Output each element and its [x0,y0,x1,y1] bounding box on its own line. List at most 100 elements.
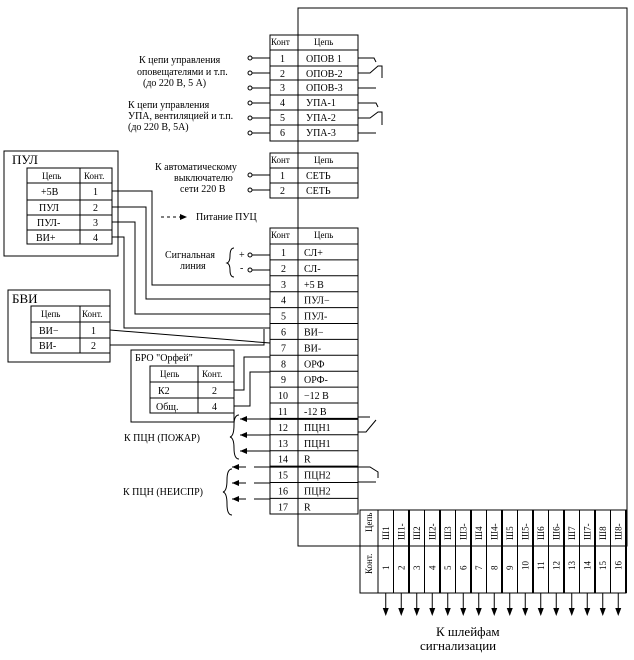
loop-terminal-number: 7 [474,565,484,570]
svg-text:Цепь: Цепь [364,513,374,532]
terminal-number: 11 [278,407,288,418]
svg-text:выключателю: выключателю [174,173,233,184]
terminal-number: 5 [281,312,286,323]
svg-text:сети 220 В: сети 220 В [180,184,226,195]
svg-text:3: 3 [93,218,98,229]
svg-text:К шлейфам: К шлейфам [436,624,500,639]
svg-text:К автоматическому: К автоматическому [155,162,237,173]
loop-name: Ш3- [458,523,468,540]
loop-terminal-number: 12 [551,561,561,570]
note-pcn-neispr: К ПЦН (НЕИСПР) [123,468,233,516]
svg-text:К цепи управления: К цепи управления [139,55,221,66]
circuit-name: СЛ+ [304,248,323,259]
terminal-number: 10 [278,391,288,402]
note-opoveshateli: К цепи управления оповещателями и т.п. (… [137,55,228,89]
terminal-number: 13 [278,439,288,450]
circuit-name: ПУЛ- [304,312,327,323]
loop-terminal-number: 5 [443,565,453,570]
terminal-number: 6 [280,128,285,139]
svg-text:оповещателями и т.п.: оповещателями и т.п. [137,67,228,78]
loop-terminal-number: 14 [582,561,592,571]
svg-text:К2: К2 [158,386,170,397]
circuit-name: ОПОВ-3 [306,83,343,94]
pul-title: ПУЛ [12,152,38,167]
svg-text:4: 4 [93,233,98,244]
loop-terminal-number: 13 [567,561,577,571]
circuit-name: СЕТЬ [306,171,331,182]
terminal-number: 5 [280,113,285,124]
loop-name: Ш5- [520,523,530,540]
terminal-number: 12 [278,423,288,434]
pul-block: ПУЛ Цепь Конт. +5В 1 ПУЛ 2 ПУЛ- 3 ВИ+ 4 [3,150,119,257]
loop-name: Ш6 [536,526,546,540]
svg-text:Конт.: Конт. [82,309,102,319]
terminal-number: 2 [281,264,286,275]
svg-text:1: 1 [91,326,96,337]
bvi-title: БВИ [12,291,38,306]
circuit-name: ПУЛ− [304,296,330,307]
loop-name: Ш7- [582,523,592,540]
circuit-name: -12 В [304,407,327,418]
header-tsep: Цепь [314,37,333,47]
svg-text:К ПЦН (НЕИСПР): К ПЦН (НЕИСПР) [123,487,203,498]
svg-text:Конт: Конт [271,155,290,165]
circuit-name: ПЦН2 [304,487,331,498]
circuit-name: УПА-3 [306,128,336,139]
loop-terminal-strip: Цепь Конт. Ш11Ш1-2Ш23Ш2-4Ш35Ш3-6Ш47Ш4-8Ш… [359,509,627,616]
loop-terminal-number: 1 [381,566,391,571]
note-pitanie: Питание ПУЦ [161,212,257,223]
circuit-name: ПЦН1 [304,423,331,434]
svg-text:ВИ+: ВИ+ [36,233,56,244]
terminal-number: 17 [278,502,288,513]
circuit-name: ОПОВ-2 [306,69,343,80]
loop-name: Ш5 [505,526,515,540]
loop-name: Ш8- [613,523,623,540]
svg-text:(до 220 В, 5А): (до 220 В, 5А) [128,122,189,133]
circuit-name: +5 В [304,280,324,291]
terminal-number: 3 [280,83,285,94]
header-kont: Конт [271,37,290,47]
svg-text:Сигнальная: Сигнальная [165,250,215,261]
terminal-number: 4 [280,98,285,109]
svg-text:К ПЦН (ПОЖАР): К ПЦН (ПОЖАР) [124,433,200,444]
svg-text:Цепь: Цепь [41,309,60,319]
terminal-number: 6 [281,328,286,339]
svg-text:1: 1 [93,187,98,198]
circuit-name: ВИ− [304,328,324,339]
terminal-number: 1 [280,54,285,65]
svg-text:УПА, вентиляцией и т.п.: УПА, вентиляцией и т.п. [128,111,233,122]
loop-terminal-number: 8 [489,565,499,570]
terminal-number: 1 [280,171,285,182]
circuit-name: ПЦН2 [304,471,331,482]
terminal-number: 1 [281,248,286,259]
svg-text:Питание ПУЦ: Питание ПУЦ [196,212,257,223]
note-upa: К цепи управления УПА, вентиляцией и т.п… [128,100,233,133]
terminal-number: 3 [281,280,286,291]
circuit-name: ОРФ- [304,375,328,386]
note-bottom: К шлейфам сигнализации [420,624,500,653]
circuit-name: ОПОВ 1 [306,54,342,65]
svg-text:Конт: Конт [271,230,290,240]
loop-name: Ш4- [489,523,499,540]
loop-name: Ш1 [381,526,391,540]
svg-text:линия: линия [180,261,206,272]
loop-name: Ш2 [412,526,422,540]
svg-text:2: 2 [91,341,96,352]
terminal-number: 4 [281,296,286,307]
terminal-number: 14 [278,455,288,466]
svg-text:Конт.: Конт. [202,369,222,379]
terminal-number: 15 [278,471,288,482]
terminal-number: 16 [278,487,288,498]
note-signal-line: Сигнальная линия + - [165,247,270,278]
svg-text:ВИ-: ВИ- [39,341,56,352]
bvi-block: БВИ Цепь Конт. ВИ− 1 ВИ- 2 [7,289,111,363]
circuit-name: ВИ- [304,343,321,354]
loop-name: Ш4 [474,526,484,540]
circuit-name: СЕТЬ [306,186,331,197]
circuit-name: −12 В [304,391,329,402]
loop-name: Ш1- [396,523,406,540]
